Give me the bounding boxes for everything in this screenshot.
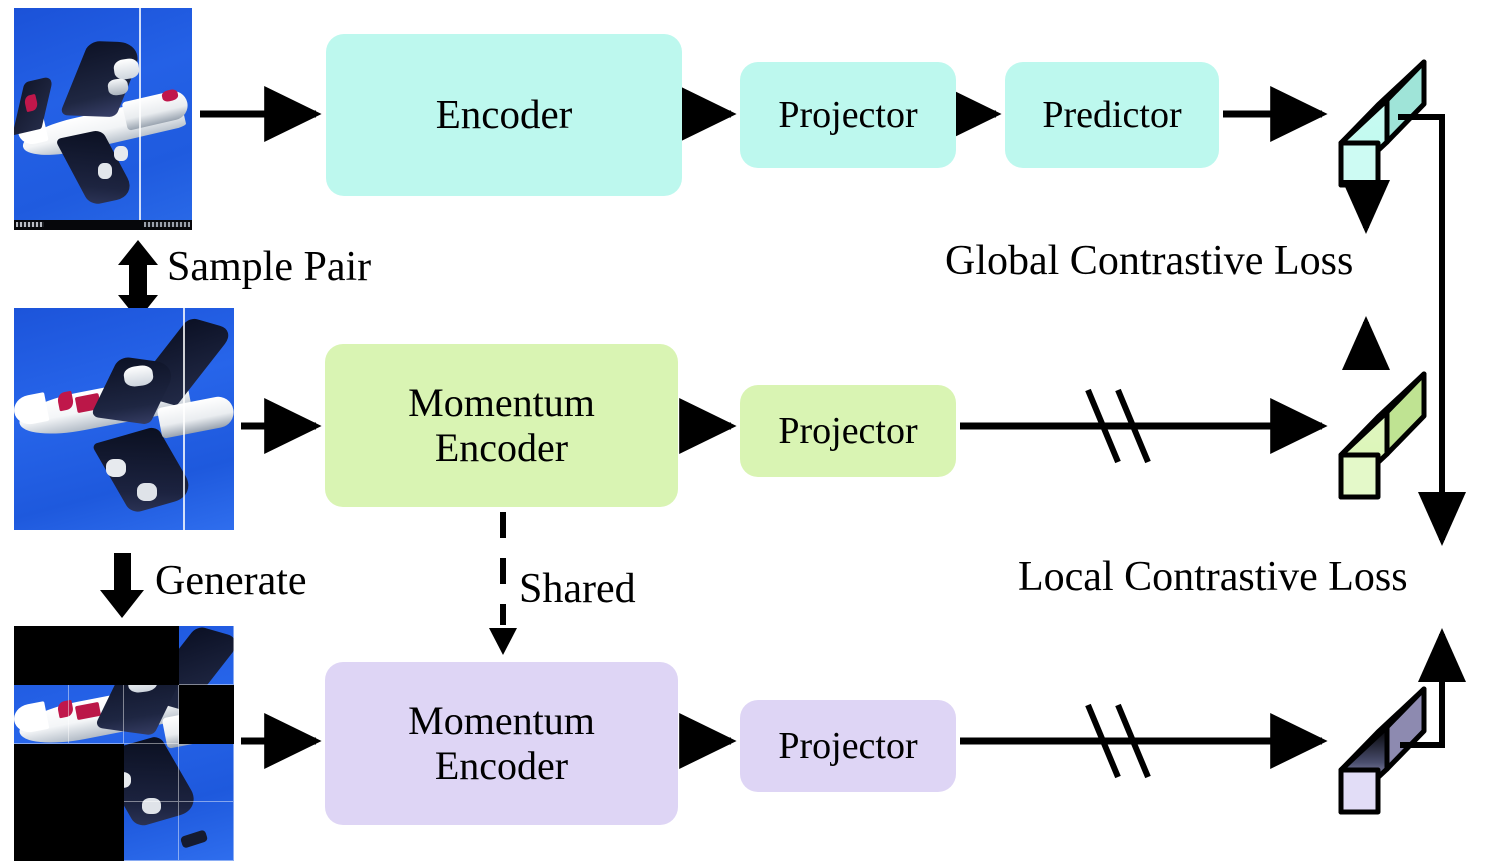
crop-seam-1 (138, 8, 141, 230)
wire-break-local-b (1115, 703, 1151, 779)
mask-patch-r4-c1 (14, 802, 69, 861)
mask-patch-r4-c4 (179, 802, 234, 861)
module-projector-masked-label: Projector (778, 724, 918, 767)
mask-patch-r3-c3 (124, 744, 179, 803)
source-image-view-1 (14, 8, 192, 230)
feature-bar-momentum (1338, 371, 1427, 500)
image-footer-strip-1 (14, 220, 192, 230)
module-momentum-encoder-masked[interactable]: Momentum Encoder (325, 662, 678, 825)
module-projector-momentum-label: Projector (778, 409, 918, 452)
mask-patch-r1-c4 (179, 626, 234, 685)
feature-bar-local (1338, 686, 1427, 815)
mask-patch-r1-c3 (124, 626, 179, 685)
module-momentum-encoder-masked-label: Momentum Encoder (408, 697, 595, 788)
edge-generate (100, 553, 144, 618)
mask-patch-r3-c4 (179, 744, 234, 803)
mask-patch-r2-c3 (124, 685, 179, 744)
mask-patch-r2-c2 (69, 685, 124, 744)
crop-seam-2 (183, 308, 186, 530)
feature-bar-online (1338, 59, 1427, 188)
module-momentum-encoder[interactable]: Momentum Encoder (325, 344, 678, 507)
mask-patch-r2-c4 (179, 684, 234, 744)
wire-break-momentum-b (1115, 388, 1151, 464)
module-projector-online[interactable]: Projector (740, 62, 956, 168)
wire-break-momentum-a (1085, 388, 1121, 464)
edge-online-feature-right-down-to-local-loss (1398, 114, 1466, 546)
airplane-photo-1 (14, 8, 192, 230)
edge-shared-weights-head (489, 628, 517, 655)
label-global-contrastive-loss: Global Contrastive Loss (945, 238, 1354, 284)
module-projector-online-label: Projector (778, 93, 918, 136)
label-sample-pair: Sample Pair (167, 244, 372, 290)
mask-patch-r3-c2 (69, 743, 124, 803)
masked-image-view (14, 626, 234, 861)
mask-patch-r4-c3 (124, 802, 179, 861)
mask-patch-r3-c1 (14, 743, 69, 803)
module-predictor[interactable]: Predictor (1005, 62, 1219, 168)
module-projector-momentum[interactable]: Projector (740, 385, 956, 477)
edge-sample-pair (118, 240, 158, 320)
mask-patch-r1-c1 (14, 626, 69, 685)
wire-break-local-a (1085, 703, 1121, 779)
module-projector-masked[interactable]: Projector (740, 700, 956, 792)
mask-patch-r2-c1 (14, 685, 69, 744)
module-encoder-label: Encoder (435, 91, 573, 138)
label-local-contrastive-loss: Local Contrastive Loss (1018, 554, 1408, 600)
module-predictor-label: Predictor (1042, 93, 1182, 136)
mask-patch-r1-c2 (69, 626, 124, 685)
wire-break-marks (1085, 388, 1151, 779)
mask-patch-r4-c2 (69, 802, 124, 861)
source-image-view-2 (14, 308, 234, 530)
airplane-photo-2 (14, 308, 234, 530)
label-generate: Generate (155, 558, 307, 604)
label-shared: Shared (519, 566, 636, 612)
edge-local-feature-right-up-to-local-loss (1400, 628, 1466, 748)
module-momentum-encoder-label: Momentum Encoder (408, 379, 595, 470)
module-encoder[interactable]: Encoder (326, 34, 682, 196)
patch-mask-grid (14, 626, 234, 861)
